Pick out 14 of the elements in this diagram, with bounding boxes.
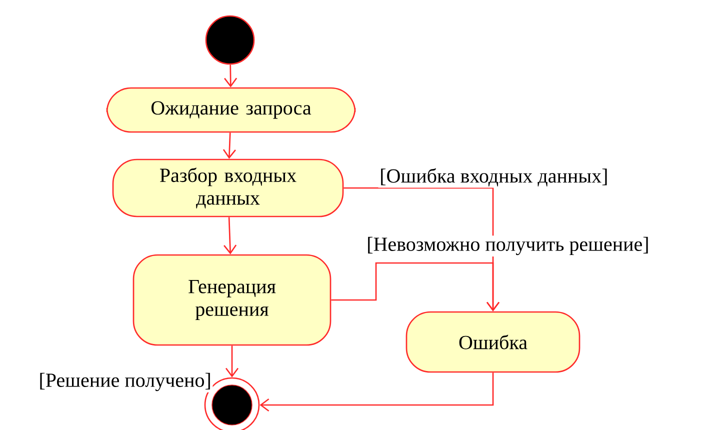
action-box: Разбор входных данных <box>112 158 344 218</box>
arrow <box>225 346 239 378</box>
guard-label: [Невозможно получить решение] <box>365 236 651 256</box>
action-box: Ошибка <box>406 311 580 373</box>
initial-node <box>205 15 255 65</box>
guard-label: [Решение получено] <box>37 372 213 392</box>
action-box: Генерация решения <box>132 254 332 346</box>
arrow <box>224 64 238 88</box>
guard-label: [Ошибка входных данных] <box>378 166 610 188</box>
arrow <box>222 132 236 159</box>
arrow <box>260 372 494 412</box>
action-box: Ожидание запроса <box>106 87 356 133</box>
arrow <box>331 262 500 312</box>
arrow <box>224 217 237 254</box>
